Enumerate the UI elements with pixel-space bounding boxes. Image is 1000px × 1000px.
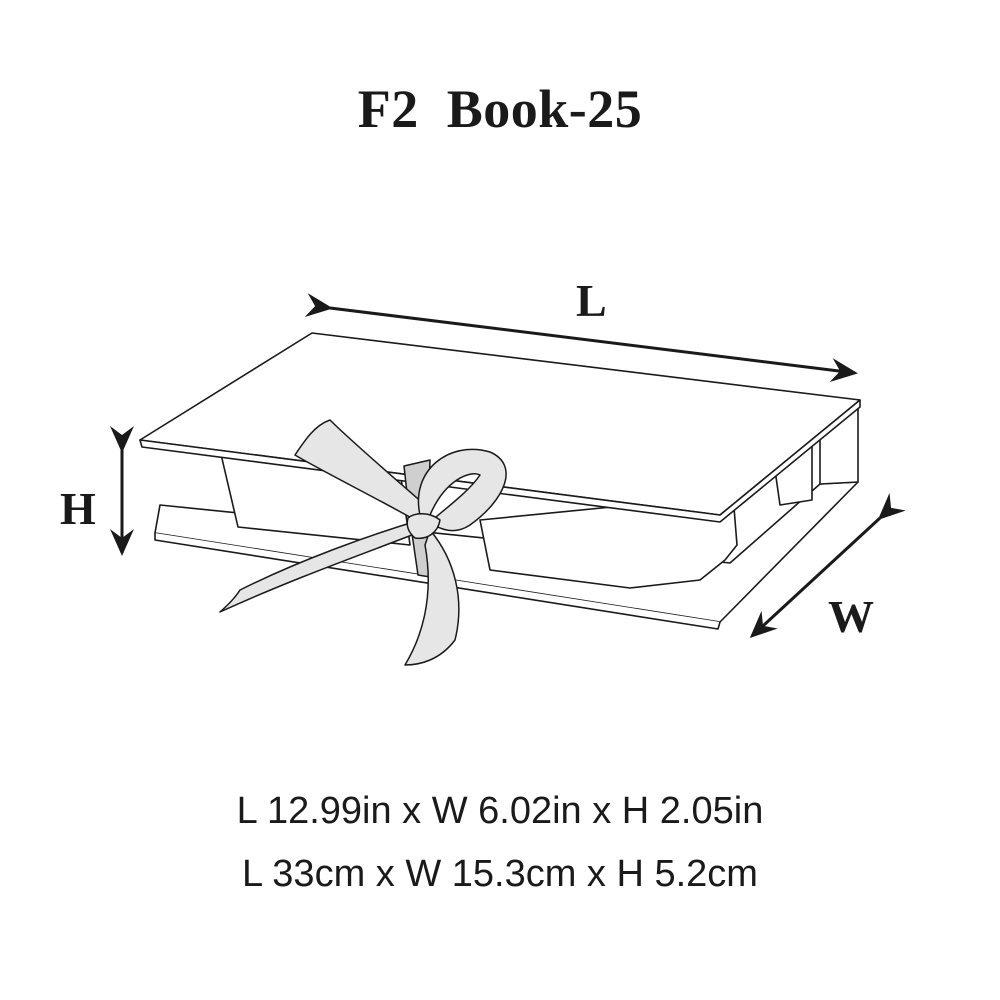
length-label: L	[576, 275, 607, 326]
ribbon-right-loop	[417, 448, 507, 532]
box-outline	[139, 332, 861, 630]
dimensions-centimeters: L 33cm x W 15.3cm x H 5.2cm	[242, 853, 758, 895]
ribbon-tail-right	[404, 529, 460, 666]
box-inner-wall-right	[479, 494, 738, 589]
width-label: W	[828, 591, 874, 642]
dimensions-inches: L 12.99in x W 6.02in x H 2.05in	[236, 790, 764, 832]
height-label: H	[60, 483, 96, 534]
length-arrow	[304, 293, 858, 382]
box-lid-edge	[139, 399, 861, 523]
product-title: F2 Book-25	[357, 79, 643, 139]
ribbon-tail-left	[219, 519, 421, 613]
ribbon-left-loop	[294, 419, 426, 521]
ribbon-bow	[219, 419, 507, 666]
ribbon-knot	[406, 513, 441, 540]
width-arrow	[749, 492, 906, 639]
